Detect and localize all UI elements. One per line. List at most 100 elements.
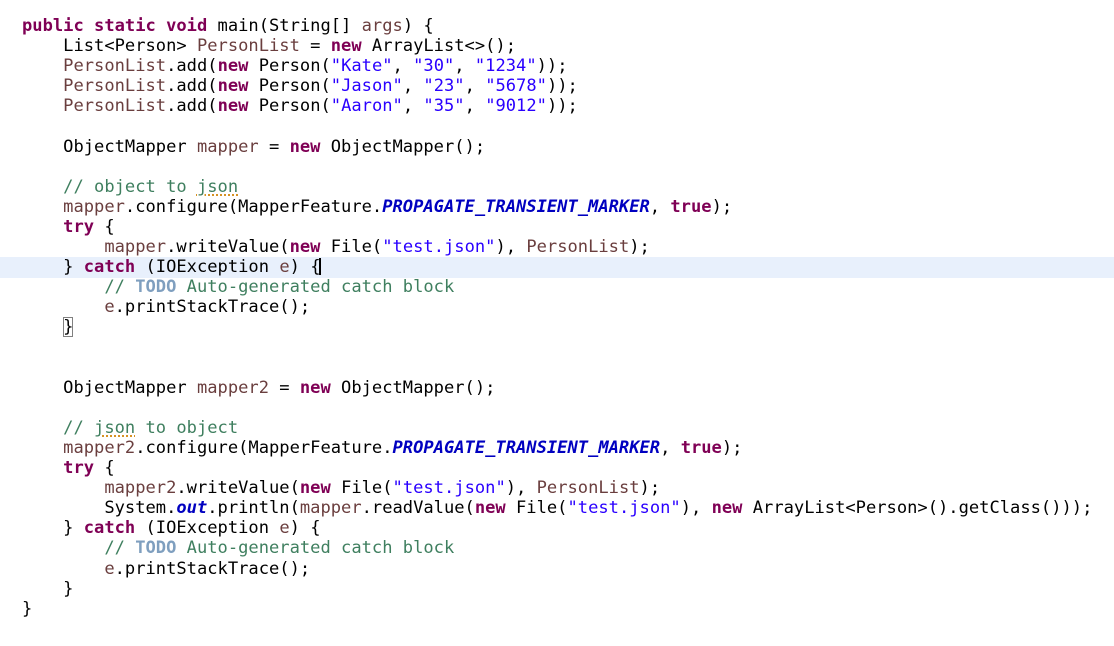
comment-text: Auto-generated catch block [176, 277, 455, 298]
code-line[interactable]: // TODO Auto-generated catch block [22, 277, 1092, 297]
code-token: .add( [166, 96, 218, 117]
code-line[interactable]: try { [22, 458, 1092, 478]
code-token: File( [330, 237, 383, 258]
code-token: ); [639, 478, 661, 499]
keyword-token: new [299, 478, 342, 499]
code-token: ) { [289, 518, 321, 539]
code-token [22, 458, 63, 478]
code-token: )); [536, 56, 568, 77]
variable-token: e [104, 558, 115, 579]
keyword-token: new [217, 76, 259, 97]
variable-token: PersonList [536, 478, 640, 499]
string-literal: "30" [413, 56, 455, 77]
code-token: ArrayList<Person>().getClass())); [752, 498, 1093, 519]
code-token: , [454, 56, 475, 77]
keyword-token: try [63, 216, 95, 237]
code-line[interactable]: e.printStackTrace(); [22, 297, 1092, 317]
code-line[interactable]: ObjectMapper mapper2 = new ObjectMapper(… [22, 378, 1092, 398]
code-line[interactable]: e.printStackTrace(); [22, 559, 1092, 579]
string-literal: "Aaron" [330, 96, 403, 117]
code-line[interactable]: ObjectMapper mapper = new ObjectMapper()… [22, 137, 1092, 157]
string-literal: "Jason" [330, 76, 403, 97]
code-line[interactable] [22, 398, 1092, 418]
code-token: ), [505, 478, 537, 499]
spelling-warning-token: json [94, 417, 136, 438]
keyword-token: new [711, 498, 753, 519]
code-token [22, 76, 63, 96]
code-token: , [660, 437, 681, 458]
code-line[interactable]: } catch (IOException e) { [22, 257, 1092, 277]
code-line[interactable]: PersonList.add(new Person("Kate", "30", … [22, 56, 1092, 76]
code-token [22, 56, 63, 76]
code-line[interactable]: } [22, 317, 1092, 338]
code-line[interactable]: } [22, 579, 1092, 599]
code-line[interactable] [22, 157, 1092, 177]
keyword-token: new [289, 237, 331, 258]
code-line[interactable]: List<Person> PersonList = new ArrayList<… [22, 36, 1092, 56]
variable-token: mapper2 [104, 478, 177, 499]
code-token: ObjectMapper [22, 377, 197, 398]
variable-token: e [279, 518, 290, 539]
code-line[interactable]: PersonList.add(new Person("Jason", "23",… [22, 76, 1092, 96]
variable-token: PersonList [526, 237, 630, 258]
code-token: { [94, 458, 115, 479]
keyword-token: new [474, 498, 517, 519]
code-token: ) { [289, 257, 321, 278]
code-token: = [299, 36, 331, 57]
spelling-warning-token: json [196, 176, 239, 197]
variable-token: mapper [104, 237, 167, 258]
code-token: (IOException [135, 518, 280, 539]
code-line[interactable]: System.out.println(mapper.readValue(new … [22, 498, 1092, 518]
string-literal: "5678" [485, 76, 547, 97]
code-line[interactable]: PersonList.add(new Person("Aaron", "35",… [22, 96, 1092, 116]
code-line[interactable]: // json to object [22, 418, 1092, 438]
code-token: .writeValue( [166, 237, 290, 258]
code-token: File( [341, 478, 393, 499]
keyword-token: new [217, 96, 259, 117]
code-token: } [22, 598, 33, 619]
code-token: ) { [402, 16, 434, 36]
comment-text: to object [135, 417, 239, 438]
text-cursor [319, 258, 322, 276]
code-token: Person( [258, 76, 331, 97]
code-text-area[interactable]: public static void main(String[] args) {… [22, 16, 1092, 619]
keyword-token: true [680, 437, 722, 458]
code-line[interactable]: public static void main(String[] args) { [22, 16, 1092, 36]
code-line[interactable]: mapper.configure(MapperFeature.PROPAGATE… [22, 197, 1092, 217]
code-line[interactable]: // object to json [22, 177, 1092, 197]
code-line[interactable]: mapper2.configure(MapperFeature.PROPAGAT… [22, 438, 1092, 458]
string-literal: "test.json" [567, 498, 681, 519]
code-line[interactable]: // TODO Auto-generated catch block [22, 538, 1092, 558]
code-token [22, 438, 63, 458]
string-literal: "35" [423, 96, 465, 117]
current-line-highlight [0, 257, 1114, 278]
code-token: = [269, 377, 300, 398]
keyword-token: try [63, 458, 95, 479]
code-token [22, 96, 63, 116]
code-line[interactable] [22, 116, 1092, 136]
variable-token: mapper2 [63, 437, 136, 458]
code-line[interactable]: } [22, 599, 1092, 619]
variable-token: mapper [196, 136, 259, 157]
code-token: ), [495, 237, 527, 258]
string-literal: "test.json" [382, 237, 496, 258]
variable-token: PersonList [63, 76, 167, 97]
keyword-token: new [289, 136, 331, 157]
code-line[interactable] [22, 358, 1092, 378]
string-literal: "9012" [485, 96, 547, 117]
code-token: .add( [166, 76, 218, 97]
matching-bracket: } [63, 317, 74, 338]
code-line[interactable] [22, 338, 1092, 358]
code-token [22, 559, 104, 579]
code-line[interactable]: mapper2.writeValue(new File("test.json")… [22, 478, 1092, 498]
variable-token: mapper2 [196, 377, 269, 398]
code-line[interactable]: } catch (IOException e) { [22, 518, 1092, 538]
code-token: )); [546, 76, 578, 97]
code-line[interactable]: try { [22, 217, 1092, 237]
code-token: } [22, 257, 84, 278]
code-token: ); [711, 196, 733, 217]
code-token: ); [721, 437, 743, 458]
code-line[interactable]: mapper.writeValue(new File("test.json"),… [22, 237, 1092, 257]
variable-token: PersonList [63, 96, 167, 117]
